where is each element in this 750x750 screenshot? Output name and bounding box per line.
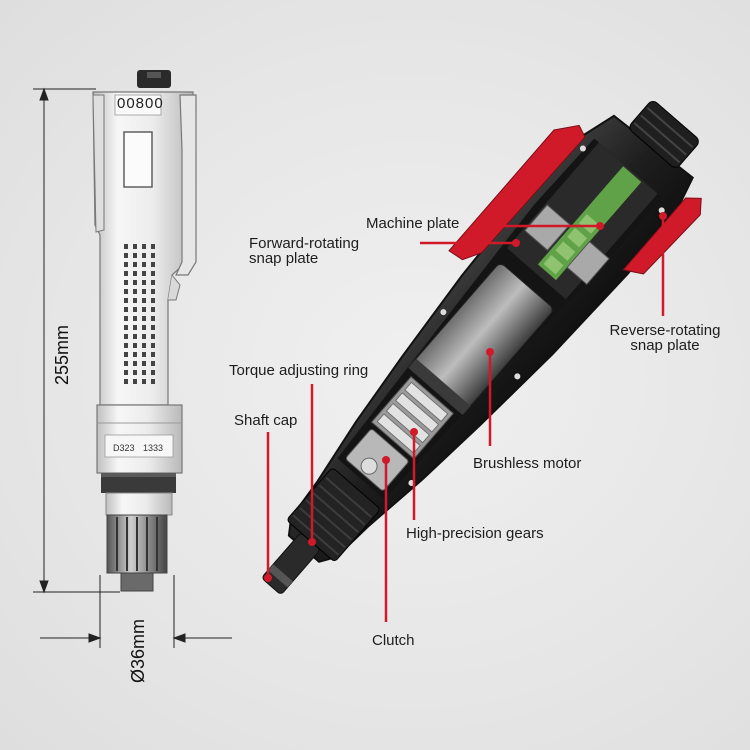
tool-side-lever [175, 94, 197, 276]
grip-dot [142, 370, 146, 375]
tool-collar-marking-left: D323 [113, 443, 135, 453]
label-torque-ring: Torque adjusting ring [229, 362, 369, 379]
grip-dot [133, 307, 137, 312]
grip-dot [133, 325, 137, 330]
grip-dot [151, 280, 155, 285]
dimension-diameter-lines [40, 575, 232, 648]
tool-bit-holder [120, 572, 154, 592]
tool-collar-marking-right: 1333 [143, 443, 164, 453]
tool-top-knob [137, 70, 171, 88]
grip-dot [133, 334, 137, 339]
grip-dot [133, 280, 137, 285]
grip-dot [142, 334, 146, 339]
grip-dot [151, 271, 155, 276]
grip-dot [142, 352, 146, 357]
grip-dot [124, 334, 128, 339]
label-reverse-line2: snap plate [630, 337, 700, 354]
grip-dot [142, 361, 146, 366]
grip-dot [142, 262, 146, 267]
label-forward-line1: Forward-rotating [249, 235, 360, 252]
grip-dot [151, 298, 155, 303]
grip-dot [151, 307, 155, 312]
grip-dot [124, 325, 128, 330]
grip-dot [142, 307, 146, 312]
grip-dot [151, 334, 155, 339]
grip-dot [124, 262, 128, 267]
label-forward-line2: snap plate [249, 250, 319, 267]
grip-dot [151, 253, 155, 258]
label-reverse-line1: Reverse-rotating [609, 322, 721, 339]
grip-dot [151, 370, 155, 375]
grip-dot [124, 370, 128, 375]
grip-dot [133, 298, 137, 303]
grip-dot [151, 244, 155, 249]
grip-dot [142, 289, 146, 294]
grip-dot [142, 298, 146, 303]
cutaway-brushless-motor [410, 264, 553, 413]
label-machine-plate: Machine plate [366, 215, 460, 232]
grip-dot [124, 298, 128, 303]
grip-dot [151, 352, 155, 357]
tool-grip-pattern [124, 244, 155, 384]
grip-dot [151, 379, 155, 384]
grip-dot [133, 370, 137, 375]
grip-dot [133, 262, 137, 267]
grip-dot [133, 289, 137, 294]
tool-torque-ring [101, 473, 176, 493]
grip-dot [151, 262, 155, 267]
grip-dot [124, 352, 128, 357]
height-dimension-label: 255mm [52, 324, 72, 385]
callout-lines [264, 212, 667, 622]
grip-dot [151, 325, 155, 330]
grip-dot [142, 316, 146, 321]
grip-dot [133, 352, 137, 357]
grip-dot [142, 343, 146, 348]
diameter-dimension-label: Ø36mm [128, 618, 148, 683]
grip-dot [151, 289, 155, 294]
cutaway-clutch [345, 429, 409, 491]
label-clutch: Clutch [372, 632, 415, 649]
tool-display-window [123, 131, 153, 188]
grip-dot [142, 280, 146, 285]
grip-dot [151, 361, 155, 366]
grip-dot [133, 343, 137, 348]
label-gears: High-precision gears [406, 525, 544, 542]
dimension-height-lines [33, 87, 120, 594]
grip-dot [124, 307, 128, 312]
grip-dot [124, 361, 128, 366]
grip-dot [133, 244, 137, 249]
label-brushless-motor: Brushless motor [473, 455, 582, 472]
cutaway-switch-upper [524, 204, 571, 251]
cutaway-gears [370, 376, 455, 460]
grip-dot [124, 343, 128, 348]
grip-dot [151, 316, 155, 321]
grip-dot [124, 289, 128, 294]
grip-dot [124, 379, 128, 384]
grip-dot [124, 316, 128, 321]
tool-code-marking: 00800 [117, 95, 164, 112]
grip-dot [142, 379, 146, 384]
grip-dot [133, 361, 137, 366]
grip-dot [142, 325, 146, 330]
grip-dot [133, 316, 137, 321]
grip-dot [133, 271, 137, 276]
grip-dot [133, 379, 137, 384]
grip-dot [124, 280, 128, 285]
grip-dot [124, 271, 128, 276]
cutaway-switch-lower [566, 240, 610, 286]
tool-front-view [92, 70, 197, 592]
label-shaft-cap: Shaft cap [234, 412, 298, 429]
grip-dot [151, 343, 155, 348]
grip-dot [124, 253, 128, 258]
grip-dot [142, 253, 146, 258]
grip-dot [133, 253, 137, 258]
grip-dot [142, 244, 146, 249]
grip-dot [142, 271, 146, 276]
tool-cutaway-view [262, 100, 702, 594]
grip-dot [124, 244, 128, 249]
